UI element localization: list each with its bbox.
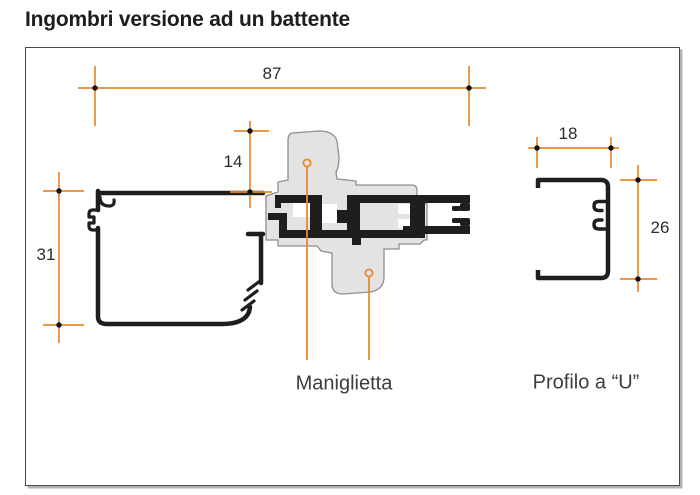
dim-handle-offset: 14 bbox=[223, 152, 243, 171]
label-u-profile: Profilo a “U” bbox=[532, 371, 640, 394]
dim-u-profile-width: 18 bbox=[558, 124, 578, 143]
frame-profile-drawing bbox=[87, 188, 266, 327]
page-title: Ingombri versione ad un battente bbox=[25, 8, 350, 31]
sash-assembly-drawing bbox=[268, 195, 470, 245]
label-handle: Maniglietta bbox=[295, 372, 393, 395]
dimension-lines bbox=[43, 66, 657, 343]
leader-dot bbox=[364, 268, 374, 278]
leader-lines bbox=[302, 158, 374, 360]
dim-frame-height: 31 bbox=[36, 245, 56, 264]
dimension-endpoints bbox=[56, 85, 641, 328]
dim-u-profile-height: 26 bbox=[650, 218, 670, 237]
leader-dot bbox=[302, 158, 312, 168]
u-profile-drawing bbox=[535, 177, 611, 281]
dim-overall-width: 87 bbox=[262, 64, 282, 83]
